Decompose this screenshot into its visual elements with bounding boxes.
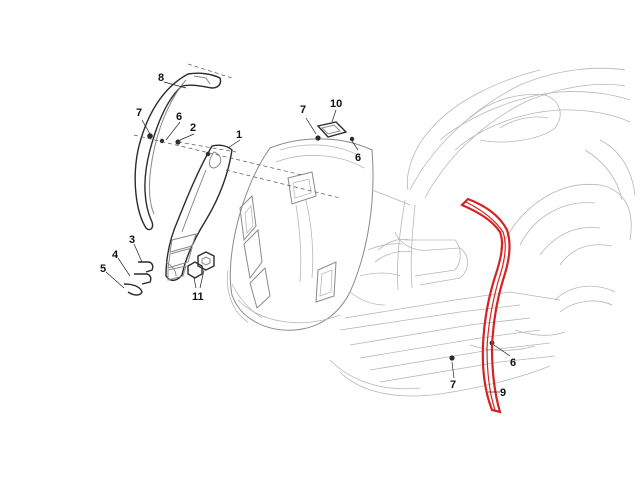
part-8-trim-rail [134,72,222,231]
clip-icon [134,273,152,285]
callout-9: 9 [500,387,506,399]
legshield-to-body [349,189,411,306]
front-legshield [226,138,374,331]
part-1-center-trim [165,144,233,282]
callout-7: 7 [136,107,142,119]
assembly-lines [133,63,341,199]
clip-icon [138,261,154,273]
part-10-bracket [316,121,348,138]
callout-6: 6 [355,152,361,164]
nut-icon [187,251,215,279]
callout-6: 6 [176,111,182,123]
callout-labels: 8 7 6 2 1 3 4 5 11 7 10 6 7 6 9 [100,72,516,399]
scooter-body-outline [329,67,636,397]
callout-5: 5 [100,263,106,275]
callout-6: 6 [510,357,516,369]
callout-3: 3 [129,234,135,246]
part-9-highlighted-trim [460,197,511,414]
leader-lines [105,81,511,393]
clip-icon [123,283,143,296]
callout-11: 11 [192,291,204,303]
callout-1: 1 [236,129,242,141]
callout-4: 4 [112,249,119,261]
clip-parts [123,261,154,296]
callout-7: 7 [300,104,306,116]
callout-7: 7 [450,379,456,391]
screw-icon [147,133,495,361]
callout-8: 8 [158,72,164,84]
callout-2: 2 [190,122,196,134]
callout-10: 10 [330,98,342,110]
